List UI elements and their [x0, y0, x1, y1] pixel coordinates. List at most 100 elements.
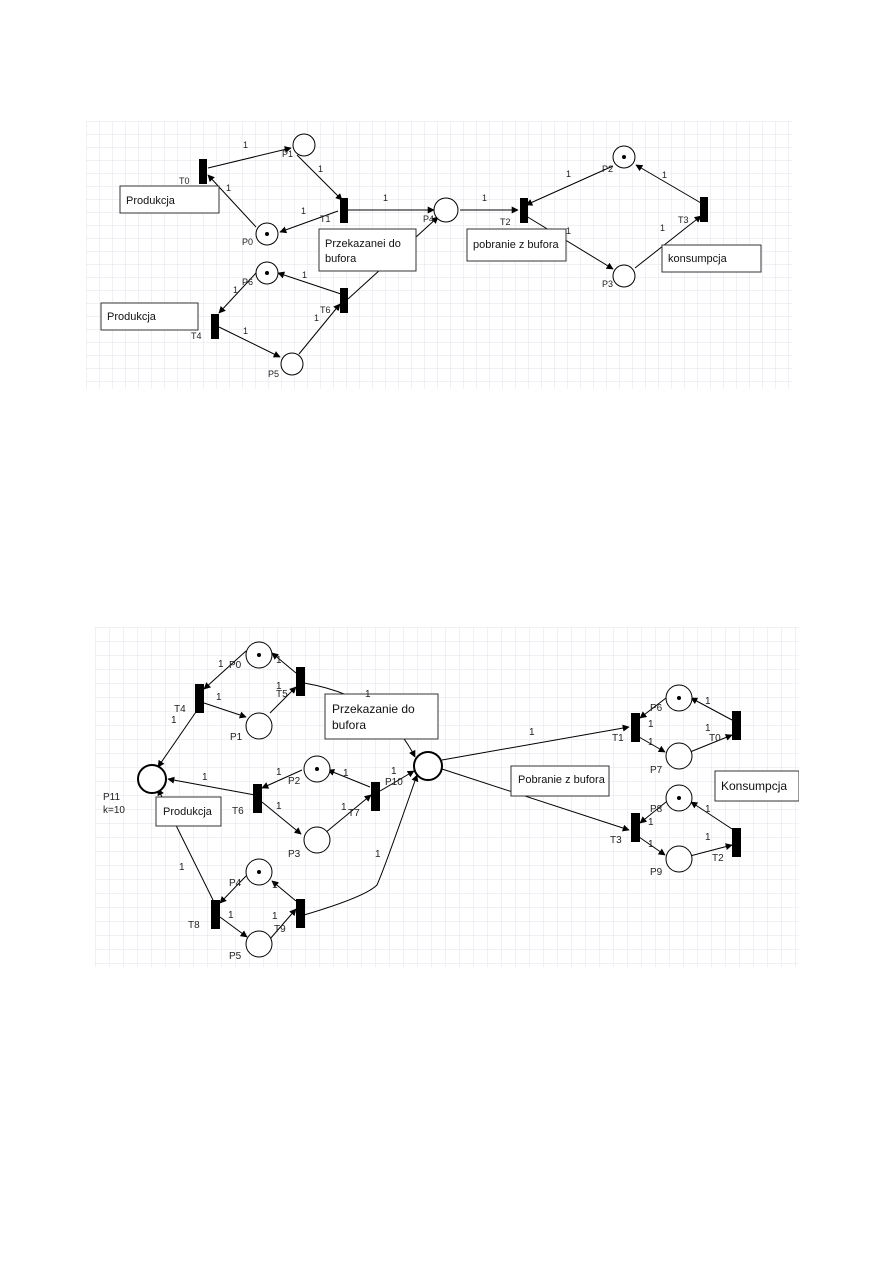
label-t1: T1 — [612, 733, 624, 744]
box-pobranie — [466, 228, 567, 262]
weight-label: 1 — [375, 849, 381, 860]
label-p10: P10 — [385, 777, 403, 788]
label-t2: T2 — [712, 853, 724, 864]
label-p3: P3 — [288, 849, 301, 860]
token — [257, 870, 261, 874]
weight-label: 1 — [365, 689, 371, 700]
weight-label: 1 — [318, 164, 323, 174]
label-t9: T9 — [274, 924, 286, 935]
transition-t2 — [732, 828, 741, 857]
text-przekazanie-1: Przekazanei do — [325, 238, 401, 250]
weight-label: 1 — [314, 313, 319, 323]
text-przekazanie-2: bufora — [332, 718, 366, 732]
transition-t8 — [211, 900, 220, 929]
token — [257, 653, 261, 657]
weight-label: 1 — [662, 170, 667, 180]
weight-label: 1 — [383, 193, 388, 203]
weight-label: 1 — [216, 692, 222, 703]
weight-label: 1 — [566, 226, 571, 236]
label-t3: T3 — [678, 215, 689, 225]
label-p7: P7 — [650, 765, 663, 776]
label-p8: P8 — [650, 804, 663, 815]
text-przekazanie-2: bufora — [325, 253, 357, 265]
weight-label: 1 — [226, 183, 231, 193]
transition-t3 — [700, 197, 708, 222]
text-przekazanie-1: Przekazanie do — [332, 702, 415, 716]
weight-label: 1 — [566, 169, 571, 179]
box-produkcja — [155, 796, 222, 827]
box-pobranie — [510, 765, 610, 797]
weight-label: 1 — [276, 681, 282, 692]
weight-label: 1 — [343, 768, 349, 779]
weight-label: 1 — [202, 772, 208, 783]
transition-t6 — [253, 784, 262, 813]
box-produkcja-2 — [100, 302, 199, 331]
weight-label: 1 — [705, 832, 711, 843]
place-p11 — [137, 764, 167, 794]
text-konsumpcja: Konsumpcja — [721, 779, 787, 793]
weight-label: 1 — [648, 817, 654, 828]
weight-label: 1 — [705, 723, 711, 734]
label-p1: P1 — [282, 149, 293, 159]
text-produkcja-2: Produkcja — [107, 311, 157, 323]
weight-label: 1 — [301, 206, 306, 216]
place-p7 — [665, 742, 693, 770]
place-p1 — [245, 712, 273, 740]
weight-label: 1 — [276, 801, 282, 812]
label-t1: T1 — [320, 214, 331, 224]
token — [315, 767, 319, 771]
weight-label: 1 — [705, 804, 711, 815]
label-t5: T5 — [276, 689, 288, 700]
transition-t7 — [371, 782, 380, 811]
label-p0: P0 — [229, 660, 242, 671]
transition-t4 — [195, 684, 204, 713]
label-p4: P4 — [229, 878, 242, 889]
label-p4: P4 — [423, 214, 434, 224]
weight-label: 1 — [272, 880, 278, 891]
transition-t6 — [340, 288, 348, 313]
label-p5: P5 — [268, 369, 279, 379]
place-p9 — [665, 845, 693, 873]
transition-t1 — [340, 198, 348, 223]
place-p10 — [413, 751, 443, 781]
weight-label: 1 — [276, 655, 282, 666]
weight-label: 1 — [179, 862, 185, 873]
transition-t2 — [520, 198, 528, 223]
weight-label: 1 — [276, 767, 282, 778]
label-p5: P5 — [229, 951, 242, 962]
token — [677, 796, 681, 800]
place-p5 — [245, 930, 273, 958]
label-t6: T6 — [320, 305, 331, 315]
text-produkcja: Produkcja — [163, 806, 213, 818]
text-produkcja-1: Produkcja — [126, 195, 176, 207]
label-capacity: k=10 — [103, 805, 125, 816]
label-p9: P9 — [650, 867, 663, 878]
box-przekazanie — [324, 693, 439, 740]
box-produkcja-1 — [119, 185, 220, 214]
label-p2: P2 — [602, 164, 613, 174]
weight-label: 1 — [218, 659, 224, 670]
label-t7: T7 — [348, 808, 360, 819]
transition-t5 — [296, 667, 305, 696]
weight-label: 1 — [243, 140, 248, 150]
label-p6: P6 — [242, 277, 253, 287]
label-t4: T4 — [191, 331, 202, 341]
label-p0: P0 — [242, 237, 253, 247]
label-t3: T3 — [610, 835, 622, 846]
text-konsumpcja: konsumpcja — [668, 253, 728, 265]
weight-label: 1 — [243, 326, 248, 336]
weight-label: 1 — [648, 719, 654, 730]
weight-label: 1 — [341, 802, 347, 813]
transition-t0 — [732, 711, 741, 740]
text-pobranie: pobranie z bufora — [473, 239, 559, 251]
label-t0: T0 — [709, 733, 721, 744]
weight-label: 1 — [228, 910, 234, 921]
token — [622, 155, 626, 159]
weight-label: 1 — [302, 270, 307, 280]
weight-label: 1 — [648, 737, 654, 748]
box-przekazanie — [318, 228, 417, 272]
place-p3 — [303, 826, 331, 854]
token — [265, 232, 269, 236]
weight-label: 1 — [233, 285, 238, 295]
place-p3 — [612, 264, 636, 288]
